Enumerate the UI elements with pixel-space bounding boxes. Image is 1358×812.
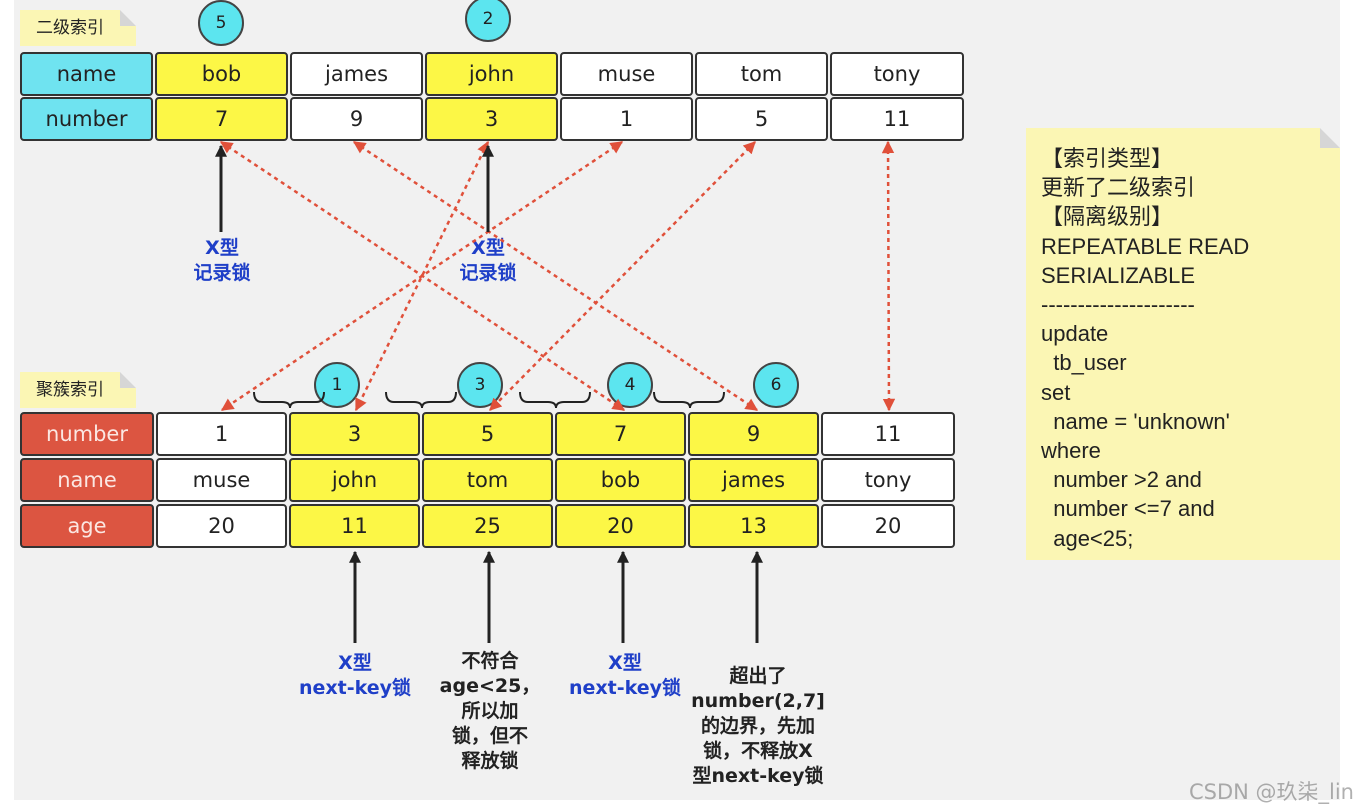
clustered-index-age-row: age 20 11 25 20 13 20 [20, 504, 957, 548]
note-line: where [1041, 438, 1101, 464]
clustered-cell-name-5: james [688, 458, 819, 502]
gap-brace-7-9 [653, 391, 725, 409]
secondary-cell-number-1: 7 [155, 97, 288, 141]
clustered-cell-age-1: 20 [156, 504, 287, 548]
clustered-cell-age-4: 20 [555, 504, 686, 548]
note-line: age<25; [1041, 525, 1134, 551]
clustered-header-age: age [20, 504, 154, 548]
gap-brace-3-5 [385, 391, 457, 409]
secondary-header-number: number [20, 97, 153, 141]
step-circle-secondary-bob: 5 [198, 0, 244, 46]
note-line: --------------------- [1041, 292, 1195, 318]
note-line: 【索引类型】 [1041, 146, 1174, 171]
secondary-cell-name-1: bob [155, 52, 288, 96]
clustered-cell-number-6: 11 [821, 412, 955, 456]
clustered-index-title: 聚簇索引 [20, 372, 136, 408]
clustered-header-name: name [20, 458, 154, 502]
note-line: REPEATABLE READ [1041, 233, 1250, 259]
link-arrow-number-11 [881, 140, 896, 412]
clustered-cell-age-6: 20 [821, 504, 955, 548]
secondary-cell-name-6: tony [830, 52, 964, 96]
note-line: tb_user [1041, 350, 1127, 376]
link-arrow-number-5 [489, 141, 756, 411]
clustered-cell-name-1: muse [156, 458, 287, 502]
note-line: update [1041, 321, 1109, 347]
clustered-cell-age-5: 13 [688, 504, 819, 548]
note-line: number >2 and [1041, 467, 1202, 493]
secondary-cell-number-6: 11 [830, 97, 964, 141]
sql-note: 【索引类型】 更新了二级索引 【隔离级别】 REPEATABLE READ SE… [1026, 128, 1340, 560]
secondary-cell-number-5: 5 [695, 97, 828, 141]
note-line: 【隔离级别】 [1041, 204, 1174, 230]
secondary-cell-name-3: john [425, 52, 558, 96]
lock-label-clustered-9: 超出了 number(2,7] 的边界，先加 锁，不释放X 型next-key锁 [691, 665, 825, 787]
clustered-header-number: number [20, 412, 154, 456]
secondary-cell-name-2: james [290, 52, 423, 96]
secondary-cell-name-4: muse [560, 52, 693, 96]
clustered-cell-age-2: 11 [289, 504, 420, 548]
clustered-cell-number-1: 1 [156, 412, 287, 456]
note-line: name = 'unknown' [1041, 408, 1230, 434]
clustered-index-name-row: name muse john tom bob james tony [20, 458, 957, 502]
clustered-cell-age-3: 25 [422, 504, 553, 548]
secondary-cell-number-4: 1 [560, 97, 693, 141]
secondary-index-number-row: number 7 9 3 1 5 11 [20, 97, 966, 141]
secondary-index-name-row: name bob james john muse tom tony [20, 52, 966, 96]
clustered-cell-name-2: john [289, 458, 420, 502]
clustered-index-number-row: number 1 3 5 7 9 11 [20, 412, 957, 456]
gap-brace-5-7 [519, 391, 591, 409]
secondary-cell-number-2: 9 [290, 97, 423, 141]
clustered-cell-number-4: 7 [555, 412, 686, 456]
gap-brace-1-3 [253, 391, 325, 409]
secondary-index-title: 二级索引 [20, 10, 136, 46]
lock-label-clustered-3: X型 next-key锁 [298, 652, 412, 699]
clustered-cell-name-3: tom [422, 458, 553, 502]
secondary-cell-name-5: tom [695, 52, 828, 96]
clustered-cell-number-5: 9 [688, 412, 819, 456]
clustered-cell-number-3: 5 [422, 412, 553, 456]
link-arrow-number-9 [352, 140, 759, 412]
clustered-cell-name-6: tony [821, 458, 955, 502]
secondary-header-name: name [20, 52, 153, 96]
secondary-cell-number-3: 3 [425, 97, 558, 141]
clustered-cell-number-2: 3 [289, 412, 420, 456]
watermark: CSDN @玖柒_lin [1188, 780, 1354, 804]
note-line: number <=7 and [1041, 496, 1215, 522]
lock-label-clustered-5: 不符合 age<25， 所以加 锁，但不 释放锁 [439, 650, 541, 772]
note-line: set [1041, 379, 1071, 405]
step-circle-secondary-john: 2 [465, 0, 511, 42]
lock-label-clustered-7: X型 next-key锁 [568, 652, 682, 699]
note-line: 更新了二级索引 [1041, 175, 1196, 201]
clustered-cell-name-4: bob [555, 458, 686, 502]
note-line: SERIALIZABLE [1041, 262, 1196, 288]
